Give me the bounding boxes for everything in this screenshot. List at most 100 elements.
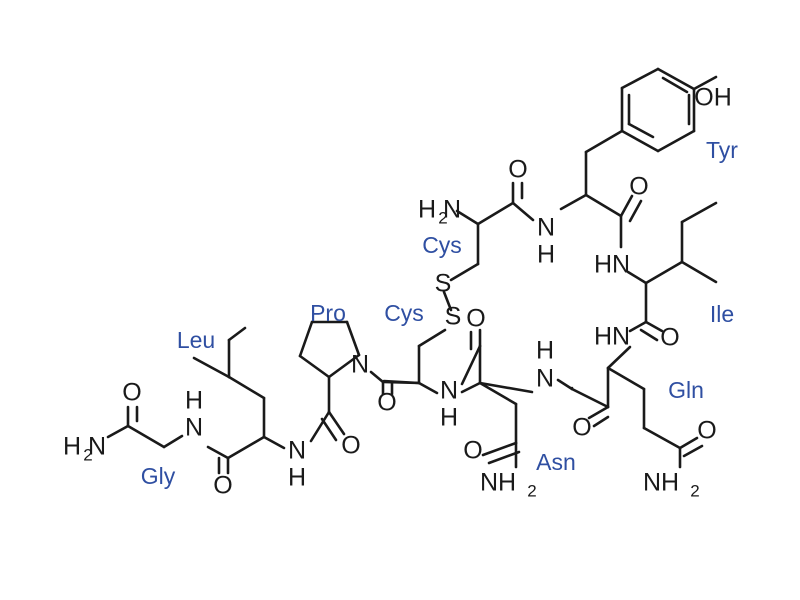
cys1-co-to-tyr-n-bond [511,201,535,222]
h-glyph: H [63,433,81,461]
disulfide-bond [442,290,453,312]
asn-side-o-label: O [463,437,482,465]
cys2-s-cb-bond [417,328,447,348]
subscript-2: 2 [690,481,699,500]
residue-label-ile: Ile [710,301,734,327]
nh-glyph: NH [643,469,679,497]
asn-side-carbonyl-double-a [481,441,518,457]
cys1-ca-co-bond [476,201,515,226]
tyr-ring-oh-bond [692,75,718,91]
gln-cg-cd-bond [642,426,682,450]
tyr-amide-n-label: N [537,214,555,242]
cys2-amide-n-label: N [440,377,458,405]
gly-amide-h-label: H [185,387,203,415]
residue-label-pro: Pro [310,300,346,326]
asn-co-to-cys2-n-bond [460,344,482,386]
gln-side-o-label: O [697,417,716,445]
sulfur-upper-label: S [435,270,452,298]
cys2-ca-n-bond [417,381,439,395]
ile-amide-hn-label: HN [594,251,630,279]
asn-amide-n-label: N [536,365,554,393]
leu-amide-h-label: H [288,464,306,492]
tyr-amide-h-label: H [537,241,555,269]
ile-carbonyl-double-b [639,328,659,342]
sulfur-lower-label: S [445,303,462,331]
gln-carbonyl-o-label: O [572,414,591,442]
gly-ca-co-bond [126,424,166,449]
leu-ca-co-bond [226,435,266,460]
pro-ring-n-label: N [351,351,369,379]
gln-carbonyl-double-b [592,415,610,428]
cys1-carbonyl-o-label: O [508,156,527,184]
pro-pyrrolidine-ring [298,320,361,379]
atom-label-layer: OH H 2 N N H HN HN N H N H N N H [63,84,732,501]
ile-carbonyl-o-label: O [660,324,679,352]
cys2-co-to-pro-n-bond [369,370,385,384]
leu-amide-n-label: N [288,437,306,465]
gln-side-carbonyl-double-a [678,436,699,450]
bond-network [106,67,718,475]
tyr-benzene-ring [620,67,696,153]
subscript-2: 2 [527,481,536,500]
tyr-carbonyl-o-label: O [629,173,648,201]
tyr-ca-co-bond [584,193,623,218]
leu-co-to-gly-n-bond [206,445,230,460]
residue-label-asn: Asn [536,449,576,475]
gln-n-asn-link [556,378,574,391]
gln-nh-ca-bond [606,345,632,370]
cys1-amino-terminus-label: H 2 N [418,196,461,228]
tyr-carbonyl-double-b [628,199,643,223]
residue-label-tyr: Tyr [706,137,738,163]
pro-carbonyl-o-label: O [341,432,360,460]
asn-ca-to-n-right-bond [478,381,534,394]
cys2-co-approach [382,379,421,385]
residue-label-cys-1: Cys [422,232,462,258]
cys2-carbonyl-o-label: O [377,389,396,417]
asn-side-carbonyl-double-b [487,450,521,465]
gly-amide-n-label: N [185,414,203,442]
gly-terminal-amide-label: H 2 N [63,433,106,465]
nh-glyph: NH [480,469,516,497]
gln-carbonyl-double-a [587,405,610,420]
asn-n-ca-bond [460,381,482,394]
leu-cb-cg-bond [227,375,266,400]
n-glyph: N [88,433,106,461]
gly-carbonyl-o-label: O [122,379,141,407]
leu-cg-cd2-bond [192,356,231,379]
ile-co-to-gln-n-bond [628,320,648,333]
gly-n-ca-bond [162,434,184,449]
asn-carbonyl-o-label: O [466,305,485,333]
tyr-hydroxyl-label: OH [694,84,732,112]
ile-carbonyl-double-a [644,320,664,333]
subscript-2: 2 [83,445,92,464]
ile-ca-cb-bond [644,260,684,285]
tyr-carbonyl-double-a [619,194,634,218]
asn-amide-h-label: H [536,337,554,365]
leu-cd1-tip-bond [227,326,247,342]
residue-label-gly: Gly [141,463,176,489]
subscript-2: 2 [438,208,447,227]
gln-ca-cb-bond [606,366,646,391]
residue-label-layer: Tyr Ile Gln Asn Cys Cys Pro Leu Gly [141,137,739,489]
gly-co-n-bond [106,424,130,439]
ile-cb-cg2-bond [680,260,718,284]
asn-side-amide-label: NH 2 [480,469,537,501]
ile-cg1-cd1-bond [680,201,718,224]
leu-carbonyl-o-label: O [213,472,232,500]
ile-n-ca-bond [626,270,648,285]
residue-label-gln: Gln [668,377,704,403]
gln-amide-hn-label: HN [594,323,630,351]
residue-label-leu: Leu [177,327,215,353]
cys1-n-ca-bond [455,209,480,226]
leu-n-ca-bond [262,435,286,450]
gln-co-to-asn-n-bond [570,387,610,409]
h-glyph: H [418,196,436,224]
residue-label-cys-6: Cys [384,300,424,326]
pro-carbonyl-double-a [327,410,346,436]
n-glyph: N [443,196,461,224]
tyr-cb-bond-1 [584,129,624,154]
cys2-amide-h-label: H [440,404,458,432]
